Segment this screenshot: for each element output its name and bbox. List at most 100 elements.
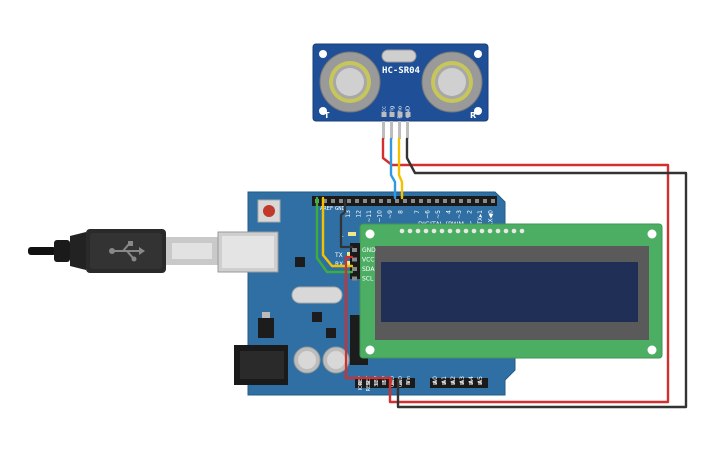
analog-header-pin[interactable] [451,381,455,385]
sensor-pin-trig[interactable] [389,112,395,117]
digital-pin-label: RX◀0 [488,210,495,227]
sensor-model-label: HC-SR04 [382,66,421,76]
sensor-pin-label-vcc: Vcc [382,106,388,115]
aref-label: AREF [320,206,333,212]
header-pin[interactable] [435,199,439,203]
lcd-mount-hole-tr [647,229,657,239]
header-pin[interactable] [419,199,423,203]
power-header-pin[interactable] [390,381,394,385]
header-pin[interactable] [331,199,335,203]
header-pin[interactable] [347,199,351,203]
power-header-pin[interactable] [398,381,402,385]
analog-pin-label: A2 [450,376,457,384]
header-pin[interactable] [475,199,479,203]
header-pin[interactable] [323,199,327,203]
header-pin[interactable] [355,199,359,203]
power-pin-label: GND [390,376,396,387]
analog-header-pin[interactable] [478,381,482,385]
header-pin[interactable] [427,199,431,203]
lcd-i2c-pin[interactable] [352,248,357,252]
led-l [348,232,356,236]
reset-button-cap[interactable] [263,205,275,217]
lcd-pin-hole [439,228,445,234]
analog-pin-label: A4 [468,376,475,384]
wire-sda[interactable] [321,196,354,268]
lcd-pin-hole [511,228,517,234]
lcd-pin-label-scl: SCL [362,276,374,283]
header-pin[interactable] [411,199,415,203]
digital-pin-label: 8 [398,210,405,214]
analog-header-pin[interactable] [460,381,464,385]
wire-trig[interactable] [389,137,397,200]
lcd-pin-hole [431,228,437,234]
header-pin[interactable] [387,199,391,203]
digital-pin-label: ~5 [435,210,442,219]
sensor-pin-label-gnd: GND [406,106,412,118]
header-pin[interactable] [379,199,383,203]
usb-boot [70,232,86,270]
sensor-pin-label-trig: Trig [390,106,396,116]
power-pin-label: 3.3V [374,375,380,387]
power-header-pin[interactable] [366,381,370,385]
header-pin[interactable] [451,199,455,203]
header-pin[interactable] [371,199,375,203]
digital-pin-label: 12 [356,210,363,218]
header-pin[interactable] [363,199,367,203]
header-pin[interactable] [483,199,487,203]
analog-header-pin[interactable] [433,381,437,385]
usb-cable-wire [28,247,56,255]
lcd-i2c-pin[interactable] [352,267,357,271]
lcd-pin-hole [399,228,405,234]
analog-pin-label: A0 [432,376,439,384]
lcd-i2c-pin[interactable] [352,257,357,262]
wire-sensor-vcc[interactable] [381,137,670,404]
analog-header [430,378,488,388]
receiver-transducer [421,51,483,113]
digital-pin-label: 2 [467,210,474,214]
header-pin[interactable] [339,199,343,203]
power-header-pin[interactable] [358,381,362,385]
wire-scl[interactable] [315,196,354,274]
lcd-pin-label-gnd: GND [362,247,376,254]
power-header-pin[interactable] [374,381,378,385]
transmitter-transducer [319,51,381,113]
wire-echo[interactable] [397,137,404,200]
header-pin[interactable] [395,199,399,203]
lcd-pin-label-sda: SDA [362,266,375,273]
lcd-i2c-pin[interactable] [352,276,357,281]
header-pin[interactable] [459,199,463,203]
sensor-crystal [381,49,417,63]
power-pin-label: Vin [406,376,412,384]
wire-lcd-vcc[interactable] [344,255,393,384]
digital-pin-label: ~3 [456,210,463,219]
lcd-pin-hole [495,228,501,234]
usb-cable [28,229,218,273]
lcd-pin-hole [471,228,477,234]
lcd-pin-hole [447,228,453,234]
lcd-mount-hole-br [647,345,657,355]
lcd-pin-hole [487,228,493,234]
power-header-pin[interactable] [406,381,410,385]
sensor-pin-gnd[interactable] [405,112,411,117]
wire-sensor-gnd[interactable] [396,137,688,409]
gnd-label: GND [335,206,345,212]
power-header-pin[interactable] [382,381,386,385]
sensor-t-mark: T [324,111,330,120]
voltage-regulator [258,318,274,338]
digital-pin-label: ~10 [377,210,384,223]
lcd-mount-hole-bl [365,345,375,355]
analog-header-pin[interactable] [442,381,446,385]
digital-pin-label: ~11 [366,210,373,223]
sensor-pin-vcc[interactable] [381,112,387,117]
sensor-pin-echo[interactable] [397,112,403,117]
sensor-r-mark: R [470,111,476,120]
wire-lcd-gnd[interactable] [339,198,354,249]
header-pin[interactable] [403,199,407,203]
header-pin[interactable] [467,199,471,203]
usb-strain-relief [54,240,70,262]
header-pin[interactable] [443,199,447,203]
analog-header-pin[interactable] [469,381,473,385]
header-pin[interactable] [491,199,495,203]
